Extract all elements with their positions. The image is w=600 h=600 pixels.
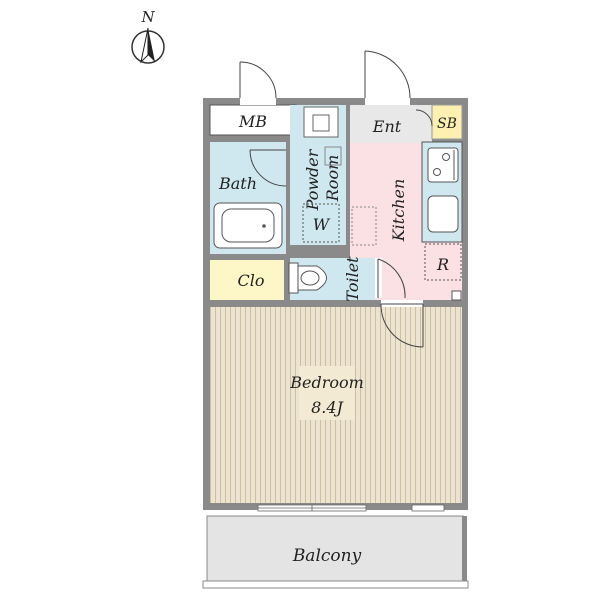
bedroom-door bbox=[380, 300, 424, 348]
kitchen-storage bbox=[351, 206, 377, 246]
toilet-icon bbox=[288, 262, 327, 294]
toilet-door bbox=[375, 258, 406, 299]
balcony-rail bbox=[202, 580, 469, 589]
bedroom-label-box bbox=[299, 366, 355, 420]
stove-icon bbox=[427, 147, 459, 183]
entrance-label: Ent bbox=[372, 117, 402, 136]
sb-label: SB bbox=[437, 116, 457, 132]
fridge-label: R bbox=[436, 255, 449, 274]
balcony-rail-side bbox=[462, 516, 467, 588]
kitchen-label: Kitchen bbox=[389, 179, 408, 243]
bedroom-label: Bedroom bbox=[289, 373, 364, 392]
room-label: Room bbox=[323, 155, 342, 202]
mb-label: MB bbox=[238, 112, 267, 131]
compass-letter: N bbox=[140, 8, 155, 26]
entrance bbox=[350, 105, 432, 143]
balcony bbox=[206, 515, 464, 589]
vanity-icon bbox=[324, 146, 342, 166]
mb-door bbox=[239, 61, 277, 105]
toilet-label: Toilet bbox=[343, 256, 362, 302]
compass: N bbox=[131, 8, 165, 64]
sink-icon bbox=[303, 106, 339, 138]
bath-door bbox=[249, 149, 287, 187]
north-arrow-icon bbox=[131, 27, 165, 64]
bedroom-size: 8.4J bbox=[311, 398, 344, 417]
balcony-label: Balcony bbox=[292, 546, 362, 566]
washer-label: W bbox=[313, 215, 331, 234]
pipe-space bbox=[451, 290, 462, 301]
washer-space bbox=[302, 203, 340, 243]
front-door bbox=[364, 50, 411, 105]
bath-label: Bath bbox=[218, 174, 257, 193]
closet bbox=[210, 260, 284, 300]
bathtub-icon bbox=[213, 202, 283, 249]
powder-label: Powder bbox=[303, 148, 322, 211]
closet-label: Clo bbox=[238, 271, 265, 290]
fridge-space bbox=[424, 243, 462, 281]
kitchen-sink-icon bbox=[427, 195, 459, 233]
sb-door bbox=[415, 109, 433, 127]
balcony-window bbox=[257, 504, 445, 512]
